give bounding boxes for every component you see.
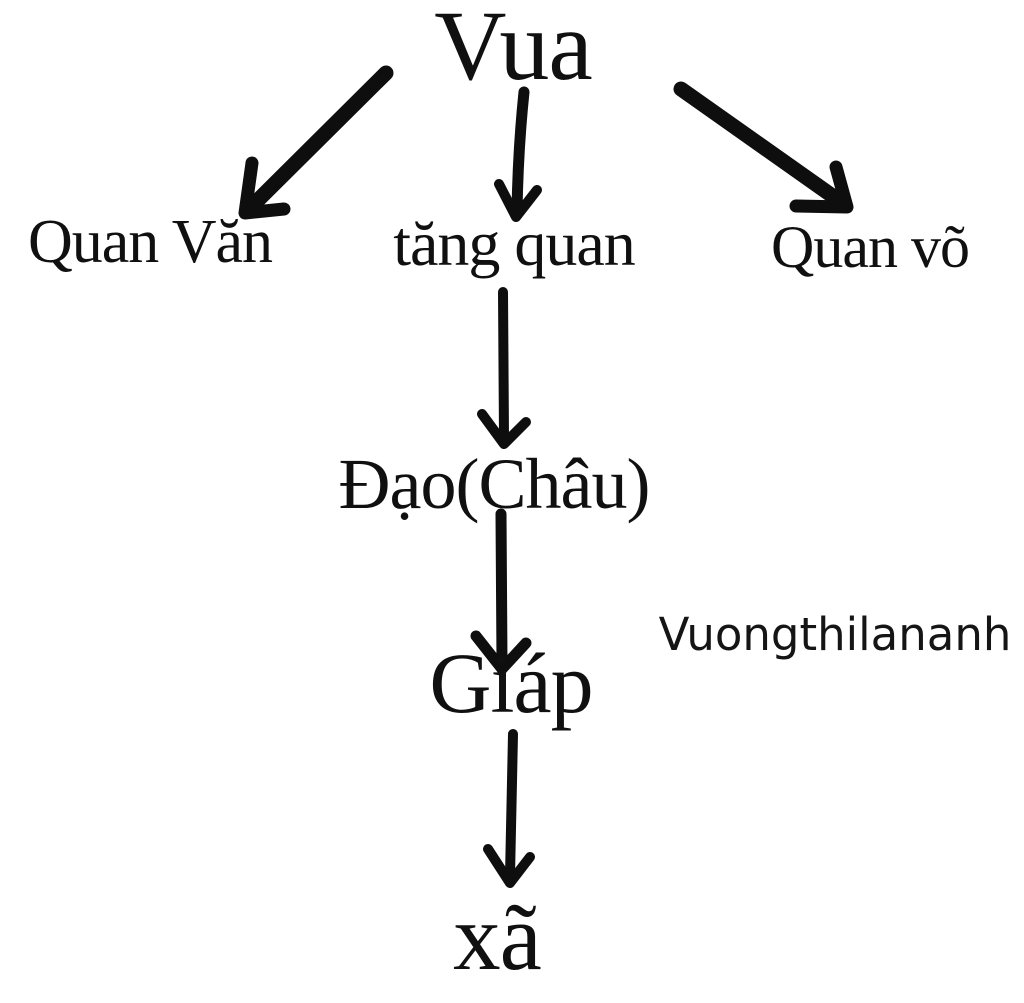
arrow-vua-to-quan-vo <box>673 81 854 214</box>
node-giap: Giáp <box>429 635 593 731</box>
node-vua: Vua <box>434 0 593 101</box>
watermark-signature: Vuongthilananh <box>658 608 1012 661</box>
node-dao-chau: Đạo(Châu) <box>338 444 651 524</box>
node-tang-quan: tăng quan <box>393 208 636 279</box>
arrow-tang-quan-to-dao-chau <box>477 287 531 449</box>
node-quan-vo: Quan võ <box>771 214 970 280</box>
node-xa: xã <box>453 884 542 990</box>
node-quan-van: Quan Văn <box>28 208 273 276</box>
arrow-vua-to-tang-quan <box>494 86 542 222</box>
arrow-giap-to-xa <box>483 729 535 888</box>
arrow-dao-chau-to-giap <box>470 508 532 675</box>
arrow-vua-to-quan-van <box>238 65 394 220</box>
